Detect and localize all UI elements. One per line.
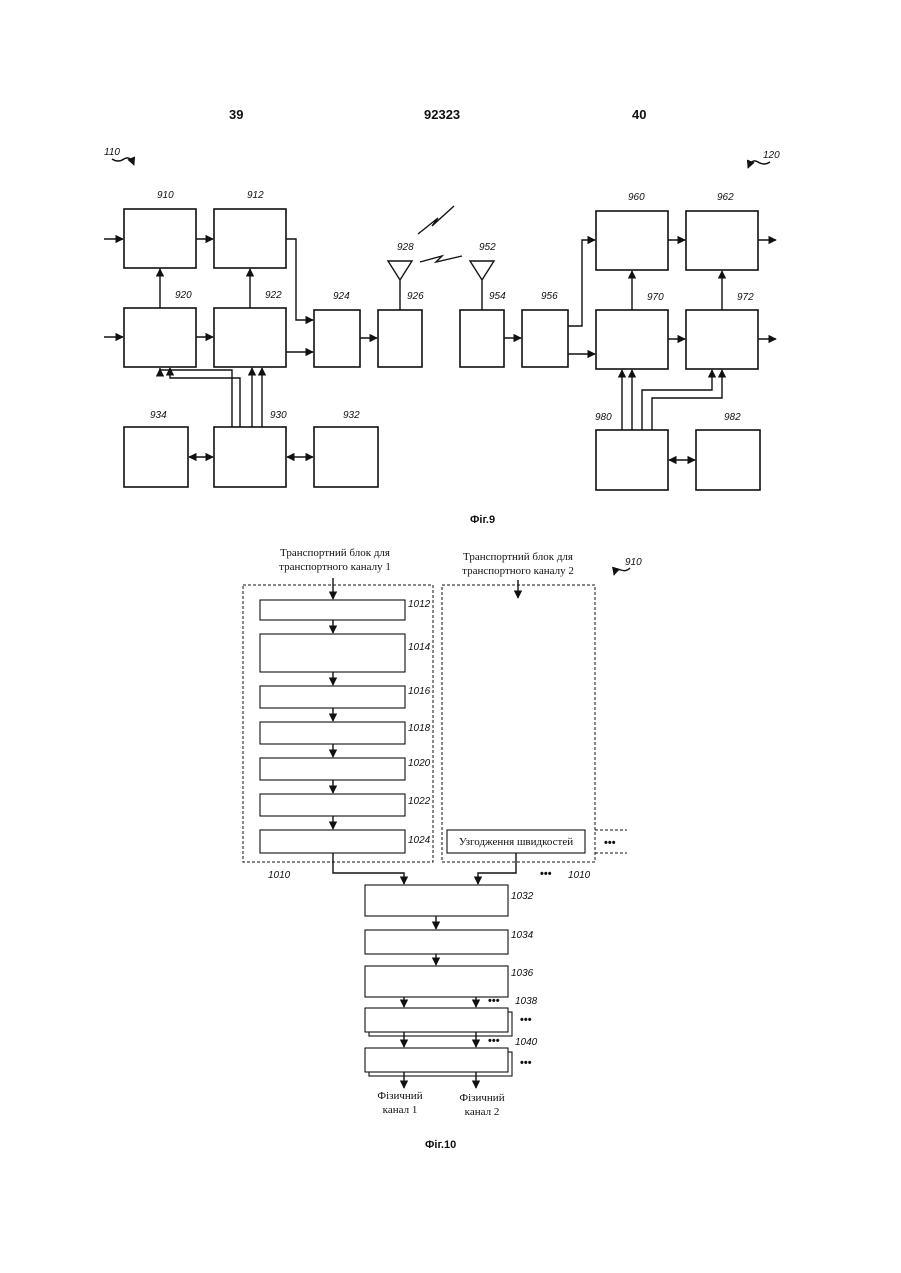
block-982 [696,430,760,490]
block-956 [522,310,568,367]
label-1018: 1018 [408,723,431,734]
ellipsis-1036: ••• [488,995,500,1007]
phys1-line2: канал 1 [383,1104,418,1116]
fig9-diagram: 110 120 [104,147,780,526]
block-1036 [365,966,508,997]
label-1010-right: 1010 [568,870,591,881]
label-930: 930 [270,410,287,421]
label-1012: 1012 [408,599,431,610]
fig10-diagram: Транспортний блок для транспортного кана… [243,547,642,1151]
pointer-110 [112,158,134,165]
group-1010-right [442,585,595,862]
block-1034 [365,930,508,954]
block-1016 [260,686,405,708]
label-952: 952 [479,242,496,253]
label-1014: 1014 [408,642,431,653]
ellipsis-1040: ••• [520,1057,532,1069]
fig9-caption: Фіг.9 [470,514,495,526]
block-934 [124,427,188,487]
label-932: 932 [343,410,360,421]
label-980: 980 [595,412,612,423]
block-970 [596,310,668,369]
phys1-line1: Фізичний [377,1090,422,1102]
label-912: 912 [247,190,264,201]
label-922: 922 [265,290,282,301]
tb2-title-line2: транспортного каналу 2 [462,565,574,577]
label-1020: 1020 [408,758,431,769]
block-930 [214,427,286,487]
block-912 [214,209,286,268]
ellipsis-1038: ••• [520,1014,532,1026]
label-1022: 1022 [408,796,431,807]
antenna-928 [388,261,412,310]
tb1-title-line1: Транспортний блок для [280,547,390,559]
label-960: 960 [628,192,645,203]
block-924 [314,310,360,367]
ellipsis-1038b: ••• [488,1035,500,1047]
label-1024: 1024 [408,835,431,846]
label-1038: 1038 [515,996,538,1007]
label-926: 926 [407,291,424,302]
block-1018 [260,722,405,744]
antenna-952 [470,261,494,310]
fig10-caption: Фіг.10 [425,1139,456,1151]
block-926 [378,310,422,367]
label-962: 962 [717,192,734,203]
block-922 [214,308,286,367]
block-1012 [260,600,405,620]
label-970: 970 [647,292,664,303]
tb1-title-line2: транспортного каналу 1 [279,561,391,573]
rate-matching-label: Узгодження швидкостей [459,836,573,848]
label-910-fig10: 910 [625,557,642,568]
block-1040 [365,1048,508,1072]
block-932 [314,427,378,487]
block-962 [686,211,758,270]
label-928: 928 [397,242,414,253]
ellipsis-rate: ••• [604,837,616,849]
label-934: 934 [150,410,167,421]
label-1032: 1032 [511,891,534,902]
pointer-910 [614,568,630,575]
block-1022 [260,794,405,816]
label-954: 954 [489,291,506,302]
label-1036: 1036 [511,968,534,979]
label-920: 920 [175,290,192,301]
label-972: 972 [737,292,754,303]
block-1014 [260,634,405,672]
block-960 [596,211,668,270]
label-1040: 1040 [515,1037,538,1048]
block-972 [686,310,758,369]
ellipsis-merge: ••• [540,868,552,880]
label-924: 924 [333,291,350,302]
label-910: 910 [157,190,174,201]
phys2-line1: Фізичний [459,1092,504,1104]
lightning-icon-lower [420,256,462,262]
pointer-120 [748,161,770,168]
phys2-line2: канал 2 [465,1106,500,1118]
label-1016: 1016 [408,686,431,697]
label-1034: 1034 [511,930,534,941]
block-1032 [365,885,508,916]
block-980 [596,430,668,490]
label-120: 120 [763,150,780,161]
tb2-title-line1: Транспортний блок для [463,551,573,563]
label-1010-left: 1010 [268,870,291,881]
block-1024 [260,830,405,853]
lightning-icon-upper [418,206,454,234]
block-910 [124,209,196,268]
block-920 [124,308,196,367]
label-110: 110 [104,147,120,158]
label-956: 956 [541,291,558,302]
block-1038 [365,1008,508,1032]
label-982: 982 [724,412,741,423]
block-954 [460,310,504,367]
block-1020 [260,758,405,780]
